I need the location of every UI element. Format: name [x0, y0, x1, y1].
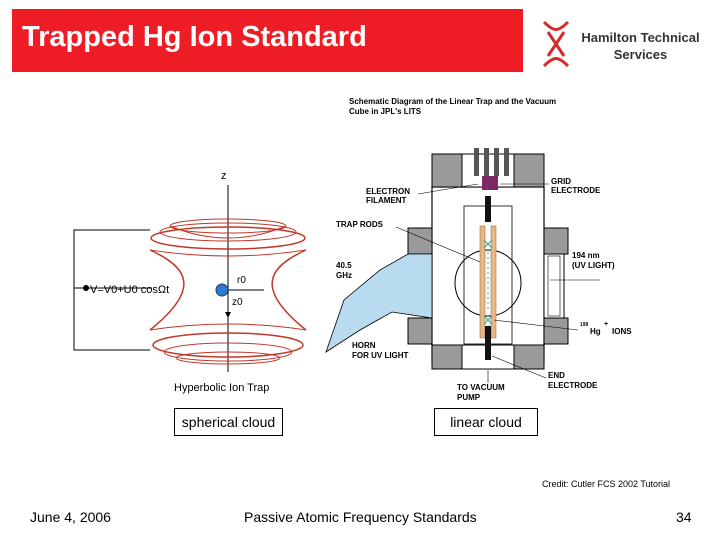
label-ghz-1: 40.5: [336, 261, 352, 270]
label-end-electrode-1: END: [548, 371, 565, 380]
bottom-endcap: [152, 332, 304, 358]
ring-electrode-right: [271, 249, 307, 331]
logo-line-2: Services: [613, 47, 668, 62]
label-grid-electrode-2: ELECTRODE: [551, 186, 601, 195]
r0-label: r0: [237, 275, 246, 286]
logo-line-1: Hamilton Technical: [581, 30, 700, 45]
label-pump-2: PUMP: [457, 393, 481, 402]
spherical-cloud-box: spherical cloud: [174, 408, 283, 436]
footer-date: June 4, 2006: [30, 509, 111, 525]
label-ghz-2: GHz: [336, 271, 352, 280]
z0-label: z0: [232, 297, 243, 308]
footer-page-number: 34: [676, 509, 692, 525]
trap-voltage-formula: V=V0+U0 cosΩt: [90, 284, 169, 296]
hyperbolic-trap-caption: Hyperbolic Ion Trap: [174, 382, 269, 394]
trap-rod-2: [490, 225, 497, 339]
axis-z-label: z: [221, 170, 227, 182]
label-ions-sup: 199: [580, 322, 589, 328]
grid-electrode: [485, 196, 491, 222]
label-ions: IONS: [612, 327, 632, 336]
schematic-heading-2: Cube in JPL's LITS: [349, 107, 422, 116]
credit-text: Credit: Cutler FCS 2002 Tutorial: [542, 479, 671, 489]
label-electron-filament-1: ELECTRON: [366, 187, 410, 196]
bias-wire: [73, 229, 150, 351]
label-horn-2: FOR UV LIGHT: [352, 351, 409, 360]
label-uv-1: 194 nm: [572, 251, 600, 260]
label-electron-filament-2: FILAMENT: [366, 196, 407, 205]
label-end-electrode-2: ELECTRODE: [548, 381, 598, 390]
label-ions-plus: +: [604, 321, 608, 328]
slide-title: Trapped Hg Ion Standard: [22, 21, 367, 53]
ion-spherical: [215, 283, 229, 297]
hyperbolic-trap: z V=V0+U0 cosΩt r0 z0 Hyperbolic Ion Tra…: [73, 170, 307, 394]
top-endcap: [150, 226, 306, 250]
label-ions-hg: Hg: [590, 327, 601, 336]
label-grid-electrode-1: GRID: [551, 177, 571, 186]
end-electrode: [485, 326, 491, 360]
footer-center: Passive Atomic Frequency Standards: [244, 509, 477, 525]
trap-rod-1: [479, 225, 486, 339]
label-horn-1: HORN: [352, 341, 376, 350]
hamilton-logo-icon: [542, 20, 570, 68]
logo-text: Hamilton Technical Services: [578, 29, 703, 63]
company-logo: Hamilton Technical Services: [538, 16, 708, 72]
label-pump-1: TO VACUUM: [457, 383, 505, 392]
label-uv-2: (UV LIGHT): [572, 261, 615, 270]
horn-uv: [325, 253, 433, 353]
ring-electrode-left: [149, 249, 185, 331]
linear-cloud-box: linear cloud: [434, 408, 538, 436]
linear-trap-schematic: Schematic Diagram of the Linear Trap and…: [325, 97, 632, 402]
side-port: [454, 249, 522, 317]
schematic-heading-1: Schematic Diagram of the Linear Trap and…: [349, 97, 556, 106]
label-trap-rods: TRAP RODS: [336, 220, 384, 229]
title-bar: Trapped Hg Ion Standard: [12, 9, 523, 72]
ion-cloud-linear: [483, 239, 493, 325]
electron-filament: [482, 176, 498, 190]
